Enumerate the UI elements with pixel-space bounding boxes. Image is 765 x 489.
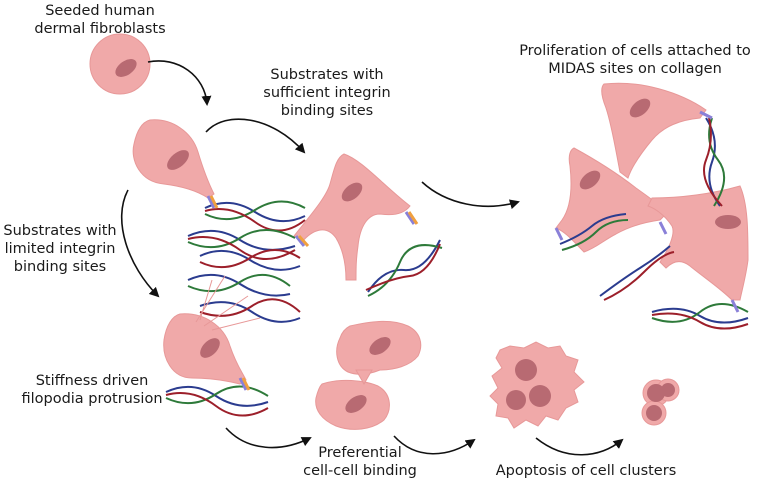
- flow-arrows: [120, 60, 624, 456]
- label-limited-line-3: binding sites: [13, 259, 107, 275]
- proliferating-cells: [555, 82, 749, 301]
- label-limited-line-1: Substrates with: [3, 223, 117, 239]
- label-limited-line-2: limited integrin: [4, 241, 116, 257]
- seeded-cell: [89, 33, 151, 95]
- apoptotic-cluster: [489, 341, 585, 429]
- label-stiffness: Stiffness driven filopodia protrusion: [4, 372, 180, 408]
- label-preferential-line-2: cell-cell binding: [303, 463, 417, 479]
- label-sufficient-line-2: sufficient integrin: [263, 85, 391, 101]
- label-limited: Substrates with limited integrin binding…: [0, 222, 120, 276]
- limited-cell: [163, 313, 247, 385]
- integrin-bonds: [206, 110, 740, 391]
- label-seeded: Seeded human dermal fibroblasts: [10, 2, 190, 38]
- label-stiffness-line-1: Stiffness driven: [35, 373, 149, 389]
- label-sufficient-line-1: Substrates with: [270, 67, 384, 83]
- label-apoptosis: Apoptosis of cell clusters: [480, 462, 692, 480]
- label-proliferation-line-1: Proliferation of cells attached to: [519, 43, 751, 59]
- collagen-strands: [165, 117, 749, 417]
- label-proliferation: Proliferation of cells attached to MIDAS…: [510, 42, 760, 78]
- label-proliferation-line-2: MIDAS sites on collagen: [548, 61, 722, 77]
- label-stiffness-line-2: filopodia protrusion: [21, 391, 163, 407]
- label-preferential-line-1: Preferential: [318, 445, 402, 461]
- spread-cell: [293, 153, 411, 281]
- label-sufficient: Substrates with sufficient integrin bind…: [242, 66, 412, 120]
- label-preferential: Preferential cell-cell binding: [290, 444, 430, 480]
- label-apoptosis-line-1: Apoptosis of cell clusters: [495, 463, 677, 479]
- label-seeded-line-1: Seeded human: [45, 3, 155, 19]
- filopodia: [195, 275, 261, 331]
- label-sufficient-line-3: binding sites: [280, 103, 374, 119]
- attached-cell: [132, 119, 215, 199]
- cell-cell-pair: [315, 320, 422, 430]
- label-seeded-line-2: dermal fibroblasts: [34, 21, 166, 37]
- apoptotic-bodies: [641, 378, 680, 426]
